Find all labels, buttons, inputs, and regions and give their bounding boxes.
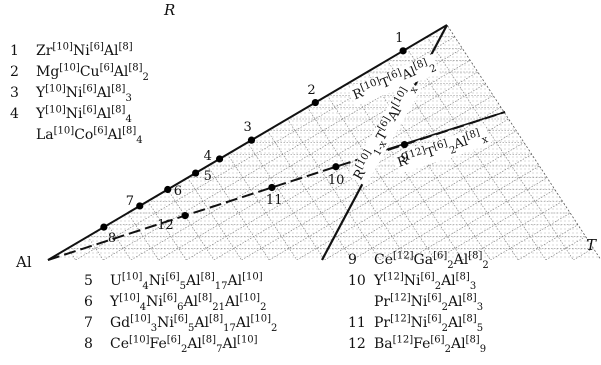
- axis-label-al: Al: [16, 253, 32, 271]
- axis-label-r: R: [164, 1, 176, 19]
- legend-formula: La[10]Co[6]Al[8]4: [36, 125, 143, 146]
- legend-item: La[10]Co[6]Al[8]4: [10, 122, 143, 149]
- triangular-grid: [0, 24, 601, 365]
- point-label-12: 12: [157, 217, 174, 233]
- legend-formula: U[10]4Ni[6]5Al[8]17Al[10]: [110, 271, 263, 292]
- point-label-7: 7: [125, 193, 135, 209]
- data-point-10: [332, 163, 340, 171]
- legend-formula: Ba[12]Fe[6]2Al[8]9: [374, 334, 487, 355]
- data-point-9: [400, 140, 409, 149]
- legend-item: 10 Y[12]Ni[6]2Al[8]3: [348, 268, 476, 295]
- point-label-3: 3: [243, 120, 252, 136]
- legend-formula: Ce[10]Fe[6]2Al[8]7Al[10]: [110, 334, 258, 355]
- point-label-1: 1: [395, 30, 404, 46]
- legend-item: 9 Ce[12]Ga[6]2Al[8]2: [348, 247, 489, 274]
- point-label-4: 4: [203, 148, 212, 164]
- axis-label-t: T: [586, 236, 597, 254]
- point-label-9: 9: [400, 150, 409, 166]
- legend-formula: Y[10]4Ni[6]6Al[8]21Al[10]2: [110, 292, 267, 313]
- legend-formula: Zr[10]Ni[6]Al[8]: [36, 41, 133, 59]
- data-point-4: [215, 155, 224, 163]
- point-label-11: 11: [265, 193, 283, 209]
- legend-number: 10: [348, 272, 366, 289]
- data-point-7: [136, 202, 144, 210]
- legend-item: 4 Y[10]Ni[6]Al[8]4: [10, 101, 132, 128]
- point-label-10: 10: [327, 172, 345, 188]
- legend-number: 2: [10, 63, 19, 80]
- legend-number: 12: [348, 335, 366, 352]
- legend-item: 12 Ba[12]Fe[6]2Al[8]9: [348, 331, 486, 358]
- legend-formula: Pr[12]Ni[6]2Al[8]5: [374, 313, 484, 334]
- legend-item: 7 Gd[10]3Ni[6]5Al[8]17Al[10]2: [84, 310, 277, 337]
- data-point-2: [311, 98, 319, 107]
- data-point-5: [192, 169, 200, 177]
- legend-item: 1 Zr[10]Ni[6]Al[8]: [10, 38, 133, 60]
- data-points: [100, 47, 409, 231]
- legend-item: 6 Y[10]4Ni[6]6Al[8]21Al[10]2: [84, 289, 266, 316]
- point-label-5: 5: [203, 169, 212, 185]
- point-label-2: 2: [307, 82, 316, 98]
- legend-item: 3 Y[10]Ni[6]Al[8]3: [10, 80, 132, 107]
- data-point-11: [268, 183, 276, 192]
- legend-number: 9: [348, 251, 357, 268]
- legend-formula: Y[10]Ni[6]Al[8]3: [36, 83, 132, 104]
- legend-number: 5: [84, 272, 93, 289]
- point-label-8: 8: [107, 231, 117, 247]
- legend-formula: Gd[10]3Ni[6]5Al[8]17Al[10]2: [110, 313, 278, 334]
- data-point-8: [100, 223, 108, 231]
- legend-number: 4: [10, 105, 19, 122]
- legend-formula: Ce[12]Ga[6]2Al[8]2: [374, 250, 489, 271]
- legend-item: 8 Ce[10]Fe[6]2Al[8]7Al[10]: [84, 331, 258, 358]
- legend-formula: Y[12]Ni[6]2Al[8]3: [374, 271, 477, 292]
- legend-item: 5 U[10]4Ni[6]5Al[8]17Al[10]: [84, 268, 263, 295]
- data-point-1: [399, 47, 407, 55]
- legend-number: 8: [84, 335, 93, 352]
- data-point-3: [247, 136, 256, 144]
- legend-number: 11: [348, 314, 366, 331]
- legend-number: 7: [84, 314, 93, 331]
- legend-number: 3: [10, 84, 19, 101]
- legend-item: 11 Pr[12]Ni[6]2Al[8]5: [348, 310, 483, 337]
- legend-formula: Pr[12]Ni[6]2Al[8]3: [374, 292, 484, 313]
- data-point-6: [164, 185, 172, 194]
- legend-number: 1: [10, 42, 19, 59]
- legend-formula: Mg[10]Cu[6]Al[8]2: [36, 62, 149, 83]
- legend-number: 6: [84, 293, 93, 310]
- point-label-6: 6: [173, 183, 182, 199]
- legend-item: Pr[12]Ni[6]2Al[8]3: [348, 289, 483, 316]
- legend-formula: Y[10]Ni[6]Al[8]4: [36, 104, 132, 125]
- legend-item: 2 Mg[10]Cu[6]Al[8]2: [10, 59, 149, 86]
- data-point-12: [181, 212, 189, 220]
